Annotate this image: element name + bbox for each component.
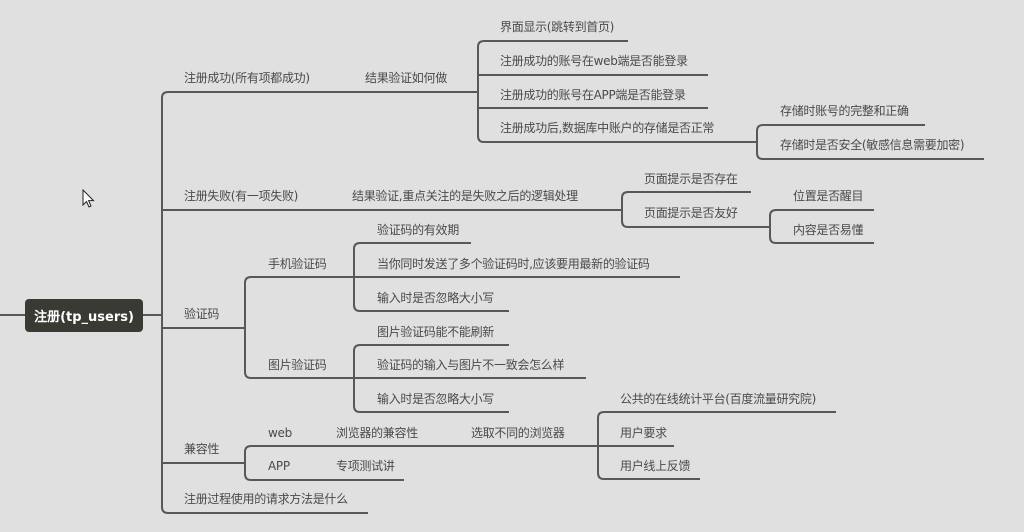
connector-line [244,276,354,284]
node-storage-complete[interactable]: 存储时账号的完整和正确 [780,104,909,118]
node-app[interactable]: APP [268,459,290,473]
node-image-case[interactable]: 输入时是否忽略大小写 [377,392,495,406]
node-image-captcha[interactable]: 图片验证码 [268,358,327,372]
connector-line [353,405,509,413]
node-db-storage[interactable]: 注册成功后,数据库中账户的存储是否正常 [500,121,715,135]
node-image-refresh[interactable]: 图片验证码能不能刷新 [377,325,495,339]
root-node[interactable]: 注册(tp_users) [25,299,143,332]
connector-line [621,191,751,199]
node-choose-browsers[interactable]: 选取不同的浏览器 [471,426,565,440]
node-position-visible[interactable]: 位置是否醒目 [793,189,864,203]
node-phone-latest[interactable]: 当你同时发送了多个验证码时,应该要用最新的验证码 [377,257,650,271]
node-content-clear[interactable]: 内容是否易懂 [793,223,864,237]
node-tip-exists[interactable]: 页面提示是否存在 [644,172,738,186]
node-tip-friendly[interactable]: 页面提示是否友好 [644,206,738,220]
node-app-login[interactable]: 注册成功的账号在APP端是否能登录 [500,88,686,102]
node-register-success[interactable]: 注册成功(所有项都成功) [184,71,310,85]
connector-line [244,445,598,453]
connector-line [161,91,478,99]
connector-line [597,411,836,419]
connector-line [621,220,770,228]
connector-line [769,209,874,217]
node-user-requirement[interactable]: 用户要求 [620,426,667,440]
connector-line [161,506,368,514]
connector-line [769,236,874,244]
connector-line [244,473,404,481]
connector-line [477,40,628,48]
node-result-verify[interactable]: 结果验证如何做 [365,71,447,85]
node-stats-platform[interactable]: 公共的在线统计平台(百度流量研究院) [620,392,816,406]
node-phone-captcha[interactable]: 手机验证码 [268,257,327,271]
node-web-login[interactable]: 注册成功的账号在web端是否能登录 [500,54,688,68]
connector-line [756,152,984,160]
connector-line [756,124,925,132]
connector-line [353,344,509,352]
node-web[interactable]: web [268,426,292,440]
connector-line [597,472,700,480]
node-ui-display[interactable]: 界面显示(跳转到首页) [500,20,615,34]
node-browser-compat[interactable]: 浏览器的兼容性 [336,426,418,440]
node-phone-case[interactable]: 输入时是否忽略大小写 [377,291,495,305]
node-compat[interactable]: 兼容性 [184,442,220,456]
node-app-special[interactable]: 专项测试讲 [336,459,395,473]
connector-line [353,242,471,250]
root-label: 注册(tp_users) [34,310,134,325]
node-captcha[interactable]: 验证码 [184,307,220,321]
connector-line [353,304,509,312]
node-request-method[interactable]: 注册过程使用的请求方法是什么 [184,492,348,506]
node-user-feedback[interactable]: 用户线上反馈 [620,459,691,473]
connector-line [477,135,757,143]
node-failure-verify[interactable]: 结果验证,重点关注的是失败之后的逻辑处理 [352,189,578,203]
mouse-cursor-icon [82,189,95,208]
node-image-mismatch[interactable]: 验证码的输入与图片不一致会怎么样 [377,358,565,372]
node-register-failure[interactable]: 注册失败(有一项失败) [184,189,299,203]
node-storage-secure[interactable]: 存储时是否安全(敏感信息需要加密) [780,138,965,152]
node-phone-validity[interactable]: 验证码的有效期 [377,223,459,237]
connector-line [244,371,354,379]
